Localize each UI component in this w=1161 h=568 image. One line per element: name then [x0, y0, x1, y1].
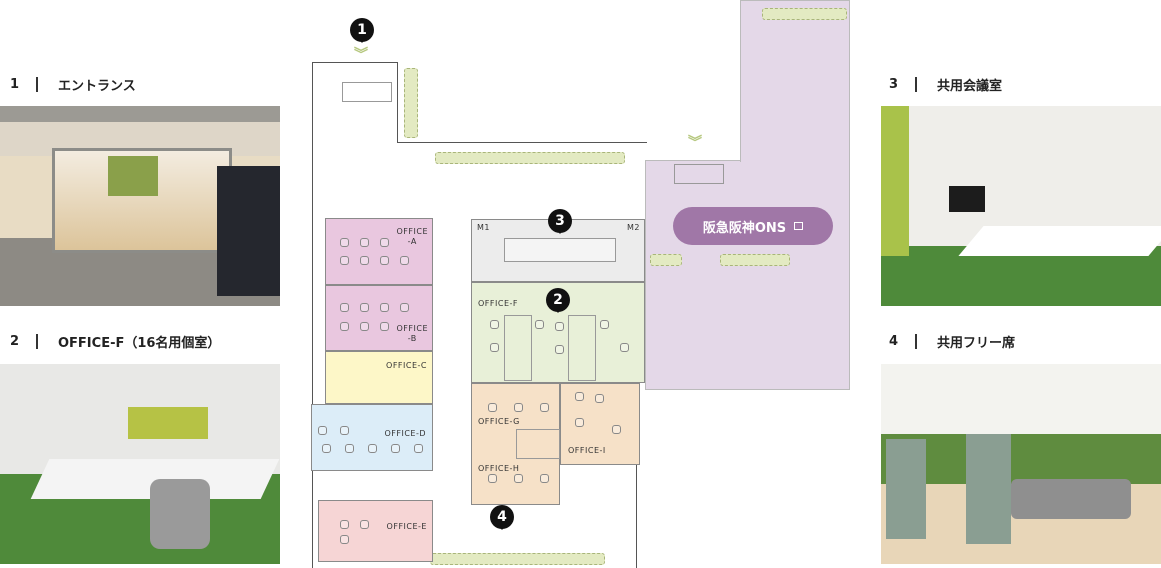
room-label-m2: M2	[627, 223, 640, 232]
room-label-g: OFFICE-G	[478, 417, 520, 426]
mailboxes	[217, 166, 280, 296]
caption-label: 共用フリー席	[937, 336, 1016, 351]
entrance-photo	[0, 106, 280, 306]
room-label: OFFICE-I	[568, 446, 606, 455]
caption-number: 2	[10, 334, 20, 349]
caption-entrance: 1 エントランス	[10, 75, 136, 94]
office-g-h[interactable]: OFFICE-G OFFICE-H	[471, 383, 560, 505]
marker-4[interactable]: 4	[490, 505, 514, 530]
room-label: OFFICE-C	[386, 361, 427, 370]
divider	[915, 77, 917, 92]
marker-3[interactable]: 3	[548, 209, 572, 234]
accent-wall	[128, 407, 208, 439]
booth	[886, 439, 926, 539]
room-label: OFFICE-D	[384, 429, 426, 438]
ons-area	[645, 160, 850, 390]
room-label: OFFICE -A	[396, 227, 428, 247]
entrance-arrow-icon: ︾	[354, 47, 368, 63]
ons-link-button[interactable]: 阪急阪神ONS	[673, 207, 833, 245]
room-label-h: OFFICE-H	[478, 464, 520, 473]
entrance-arrow-icon: ︾	[688, 135, 702, 151]
floor-plan: ︾ ︾ OFFICE -A OFFICE -B OFFICE-C OFFICE-…	[300, 0, 860, 568]
office-i[interactable]: OFFICE-I	[560, 383, 640, 465]
booth	[966, 434, 1011, 544]
caption-number: 3	[889, 77, 899, 92]
tv	[949, 186, 985, 212]
office-e[interactable]: OFFICE-E	[318, 500, 433, 562]
office-f-photo	[0, 364, 280, 564]
caption-label: エントランス	[58, 79, 136, 94]
caption-number: 4	[889, 334, 899, 349]
caption-label: 共用会議室	[937, 79, 1003, 94]
room-label: OFFICE-F	[478, 299, 518, 308]
free-seating-photo	[881, 364, 1161, 564]
caption-label: OFFICE-F（16名用個室）	[58, 336, 221, 351]
office-b[interactable]: OFFICE -B	[325, 285, 433, 351]
green-wall	[881, 106, 909, 256]
caption-office-f: 2 OFFICE-F（16名用個室）	[10, 332, 220, 351]
marker-2[interactable]: 2	[546, 288, 570, 313]
meeting-room-photo	[881, 106, 1161, 306]
office-a[interactable]: OFFICE -A	[325, 218, 433, 285]
room-label: OFFICE -B	[396, 324, 428, 344]
external-link-icon	[794, 222, 804, 230]
room-label-m1: M1	[477, 223, 490, 232]
caption-number: 1	[10, 77, 20, 92]
table	[958, 226, 1161, 256]
green-wall	[108, 156, 158, 196]
caption-meeting-room: 3 共用会議室	[889, 75, 1002, 94]
divider	[915, 334, 917, 349]
sofa	[1011, 479, 1131, 519]
caption-free-seating: 4 共用フリー席	[889, 332, 1015, 351]
chair	[150, 479, 210, 549]
marker-1[interactable]: 1	[350, 18, 374, 43]
divider	[36, 77, 38, 92]
ons-label: 阪急阪神ONS	[702, 220, 787, 236]
ons-area-upper	[740, 0, 850, 162]
room-label: OFFICE-E	[386, 522, 427, 531]
office-d[interactable]: OFFICE-D	[311, 404, 433, 471]
divider	[36, 334, 38, 349]
office-c[interactable]: OFFICE-C	[325, 351, 433, 404]
